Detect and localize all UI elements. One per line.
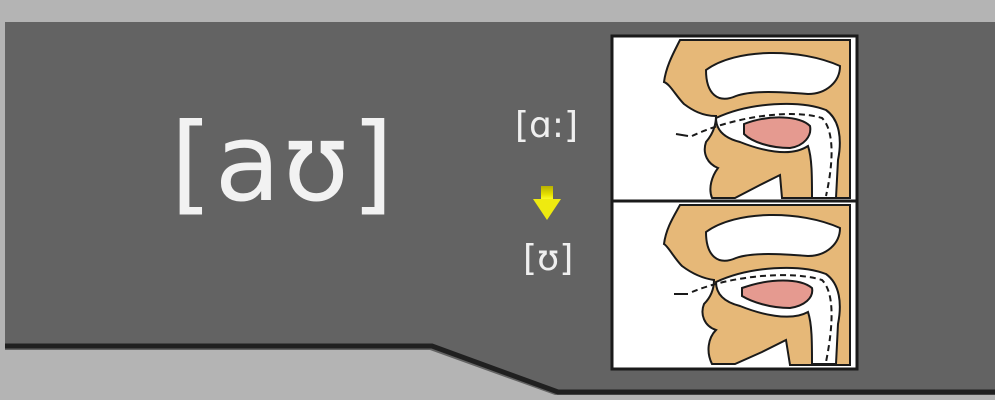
start-vowel-label: [ɑ:]: [515, 105, 579, 146]
down-arrow-icon: [533, 186, 561, 220]
panel-edge-line: [5, 343, 995, 395]
diphthong-symbol: [aʊ]: [170, 101, 396, 226]
mouth-diagram-open: [662, 39, 851, 199]
end-vowel-label: [ʊ]: [523, 238, 574, 279]
mouth-diagram-rounded: [662, 204, 851, 366]
